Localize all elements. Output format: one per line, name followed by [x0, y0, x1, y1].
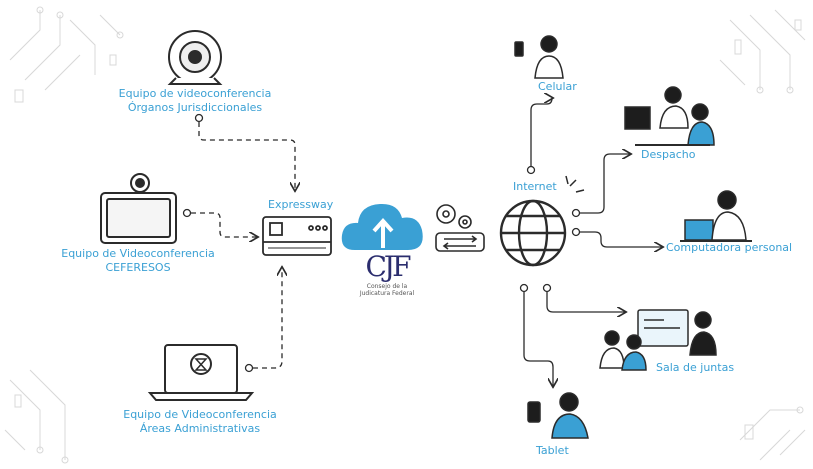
connector-internet-sala	[542, 283, 626, 313]
internet-globe-icon	[499, 175, 585, 267]
node-administrativas-label: Equipo de Videoconferencia Áreas Adminis…	[120, 408, 280, 436]
connector-organos-expressway	[194, 113, 296, 191]
node-tablet-label: Tablet	[536, 444, 569, 457]
cjf-logo-caption-line1: Consejo de la	[366, 283, 408, 290]
videoconference-screen-icon	[100, 173, 177, 244]
cjf-logo: CJF Consejo de la Judicatura Federal	[357, 250, 417, 297]
circuit-decoration-top-left	[9, 6, 124, 103]
node-celular-label: Celular	[538, 80, 577, 93]
node-computadora-label: Computadora personal	[666, 241, 793, 254]
node-organos-label: Equipo de videoconferencia Órganos Juris…	[115, 87, 275, 115]
node-ceferesos-line2: CEFERESOS	[105, 261, 171, 274]
node-ceferesos-label: Equipo de Videoconferencia CEFERESOS	[58, 247, 218, 275]
person-with-phone-illustration	[514, 35, 564, 79]
connector-internet-despacho	[571, 154, 631, 218]
node-ceferesos-line1: Equipo de Videoconferencia	[61, 247, 215, 260]
node-expressway-label: Expressway	[268, 198, 334, 211]
person-with-tablet-illustration	[527, 392, 589, 439]
cjf-logo-initials: CJF	[365, 250, 411, 283]
connector-internet-celular	[526, 98, 553, 175]
circuit-decoration-bottom-left	[4, 369, 69, 464]
circuit-decoration-bottom-right	[739, 406, 806, 461]
connector-administrativas-expressway	[244, 268, 283, 373]
gears-sync-icon	[435, 204, 485, 252]
node-organos-line1: Equipo de videoconferencia	[118, 87, 272, 100]
node-administrativas-line2: Áreas Administrativas	[139, 422, 261, 435]
webcam-icon	[167, 30, 223, 85]
expressway-device-icon	[262, 216, 332, 256]
node-sala-label: Sala de juntas	[656, 361, 735, 374]
people-at-desk-illustration	[624, 86, 715, 146]
connector-internet-tablet	[519, 283, 554, 387]
cjf-logo-caption-line2: Judicatura Federal	[359, 290, 415, 297]
node-internet-label: Internet	[513, 180, 557, 193]
laptop-icon	[147, 344, 255, 401]
node-despacho-label: Despacho	[641, 148, 696, 161]
connector-internet-computadora	[571, 227, 663, 248]
person-at-computer-illustration	[680, 190, 752, 242]
circuit-decoration-top-right	[719, 9, 806, 94]
cloud-upload-icon	[341, 203, 423, 250]
connector-ceferesos-expressway	[182, 208, 258, 238]
meeting-room-illustration	[599, 309, 717, 371]
node-organos-line2: Órganos Jurisdiccionales	[127, 101, 263, 114]
node-administrativas-line1: Equipo de Videoconferencia	[123, 408, 277, 421]
